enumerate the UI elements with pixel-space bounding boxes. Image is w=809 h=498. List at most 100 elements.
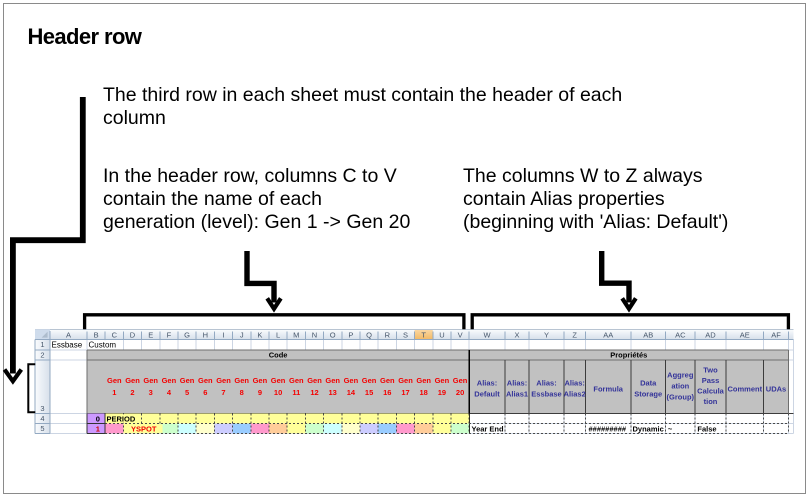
svg-text:L: L xyxy=(276,330,280,339)
svg-text:Alias1: Alias1 xyxy=(506,389,528,398)
svg-text:W: W xyxy=(483,330,491,339)
svg-text:UDAs: UDAs xyxy=(766,384,786,393)
svg-text:Gen: Gen xyxy=(125,376,140,385)
svg-text:0: 0 xyxy=(96,415,100,424)
svg-text:Gen: Gen xyxy=(435,376,450,385)
svg-text:False: False xyxy=(697,425,716,434)
svg-text:5: 5 xyxy=(185,388,189,397)
svg-text:Alias:: Alias: xyxy=(536,378,556,387)
svg-text:6: 6 xyxy=(203,388,207,397)
svg-text:Gen: Gen xyxy=(198,376,213,385)
svg-text:AC: AC xyxy=(675,330,686,339)
svg-text:Alias2: Alias2 xyxy=(564,389,586,398)
svg-text:Gen: Gen xyxy=(271,376,286,385)
svg-text:19: 19 xyxy=(438,388,446,397)
svg-text:Gen: Gen xyxy=(398,376,413,385)
svg-text:Dynamic: Dynamic xyxy=(633,425,664,434)
svg-text:Gen: Gen xyxy=(180,376,195,385)
svg-text:4: 4 xyxy=(40,414,44,423)
svg-text:Aggreg: Aggreg xyxy=(667,371,694,380)
svg-text:T: T xyxy=(421,330,426,339)
svg-text:Alias:: Alias: xyxy=(477,378,497,387)
svg-text:Custom: Custom xyxy=(89,341,117,350)
svg-text:F: F xyxy=(167,330,172,339)
svg-text:Formula: Formula xyxy=(593,384,623,393)
svg-text:20: 20 xyxy=(456,388,464,397)
svg-text:Gen: Gen xyxy=(162,376,177,385)
svg-text:Z: Z xyxy=(572,330,577,339)
svg-text:Essbase: Essbase xyxy=(531,389,561,398)
svg-text:Alias:: Alias: xyxy=(507,378,527,387)
svg-text:Gen: Gen xyxy=(453,376,468,385)
svg-text:N: N xyxy=(312,330,317,339)
svg-text:S: S xyxy=(403,330,408,339)
svg-text:Comment: Comment xyxy=(728,384,763,393)
svg-text:Gen: Gen xyxy=(143,376,158,385)
svg-text:O: O xyxy=(330,330,336,339)
svg-text:AD: AD xyxy=(705,330,716,339)
svg-text:7: 7 xyxy=(221,388,225,397)
svg-text:8: 8 xyxy=(240,388,244,397)
svg-text:5: 5 xyxy=(40,424,44,433)
svg-text:~: ~ xyxy=(668,425,673,434)
svg-text:tion: tion xyxy=(704,397,718,406)
svg-text:E: E xyxy=(148,330,153,339)
svg-text:13: 13 xyxy=(329,388,337,397)
svg-text:J: J xyxy=(240,330,244,339)
svg-text:Default: Default xyxy=(474,389,500,398)
svg-text:Gen: Gen xyxy=(380,376,395,385)
svg-text:B: B xyxy=(94,330,99,339)
svg-text:Alias:: Alias: xyxy=(564,378,584,387)
svg-text:Storage: Storage xyxy=(634,389,662,398)
svg-text:1: 1 xyxy=(96,425,100,434)
svg-text:D: D xyxy=(130,330,136,339)
svg-text:Calcula: Calcula xyxy=(697,387,725,396)
svg-text:11: 11 xyxy=(292,388,300,397)
svg-text:U: U xyxy=(439,330,444,339)
svg-text:2: 2 xyxy=(40,350,44,359)
svg-text:P: P xyxy=(348,330,353,339)
svg-text:10: 10 xyxy=(274,388,282,397)
svg-text:YSPOT: YSPOT xyxy=(131,425,157,434)
svg-text:1: 1 xyxy=(40,340,44,349)
svg-text:Propriétés: Propriétés xyxy=(610,351,647,360)
svg-text:AE: AE xyxy=(740,330,750,339)
svg-text:I: I xyxy=(222,330,224,339)
svg-text:ation: ation xyxy=(671,382,689,391)
svg-text:M: M xyxy=(293,330,299,339)
svg-text:Two: Two xyxy=(703,366,718,375)
svg-text:Gen: Gen xyxy=(216,376,231,385)
svg-text:X: X xyxy=(514,330,519,339)
svg-text:#########: ######### xyxy=(589,425,627,434)
svg-text:4: 4 xyxy=(167,388,172,397)
svg-text:9: 9 xyxy=(258,388,262,397)
svg-text:12: 12 xyxy=(310,388,318,397)
svg-text:AB: AB xyxy=(643,330,653,339)
svg-text:14: 14 xyxy=(347,388,356,397)
svg-text:Code: Code xyxy=(269,351,288,360)
svg-text:2: 2 xyxy=(130,388,134,397)
svg-text:R: R xyxy=(385,330,391,339)
svg-text:A: A xyxy=(66,330,71,339)
svg-text:Gen: Gen xyxy=(362,376,377,385)
svg-text:Data: Data xyxy=(640,378,657,387)
svg-text:Gen: Gen xyxy=(253,376,268,385)
svg-text:(Group): (Group) xyxy=(667,393,695,402)
svg-text:15: 15 xyxy=(365,388,373,397)
svg-text:Y: Y xyxy=(544,330,549,339)
svg-text:Q: Q xyxy=(366,330,372,339)
svg-text:K: K xyxy=(257,330,262,339)
svg-text:Year End: Year End xyxy=(472,425,505,434)
svg-text:3: 3 xyxy=(40,404,44,413)
svg-text:Gen: Gen xyxy=(344,376,359,385)
svg-text:V: V xyxy=(458,330,463,339)
svg-text:AA: AA xyxy=(603,330,613,339)
svg-text:H: H xyxy=(203,330,208,339)
svg-text:G: G xyxy=(184,330,190,339)
svg-text:Gen: Gen xyxy=(416,376,431,385)
svg-text:Gen: Gen xyxy=(289,376,304,385)
svg-text:Essbase: Essbase xyxy=(52,341,83,350)
svg-text:16: 16 xyxy=(383,388,391,397)
svg-text:1: 1 xyxy=(112,388,116,397)
svg-text:3: 3 xyxy=(149,388,153,397)
